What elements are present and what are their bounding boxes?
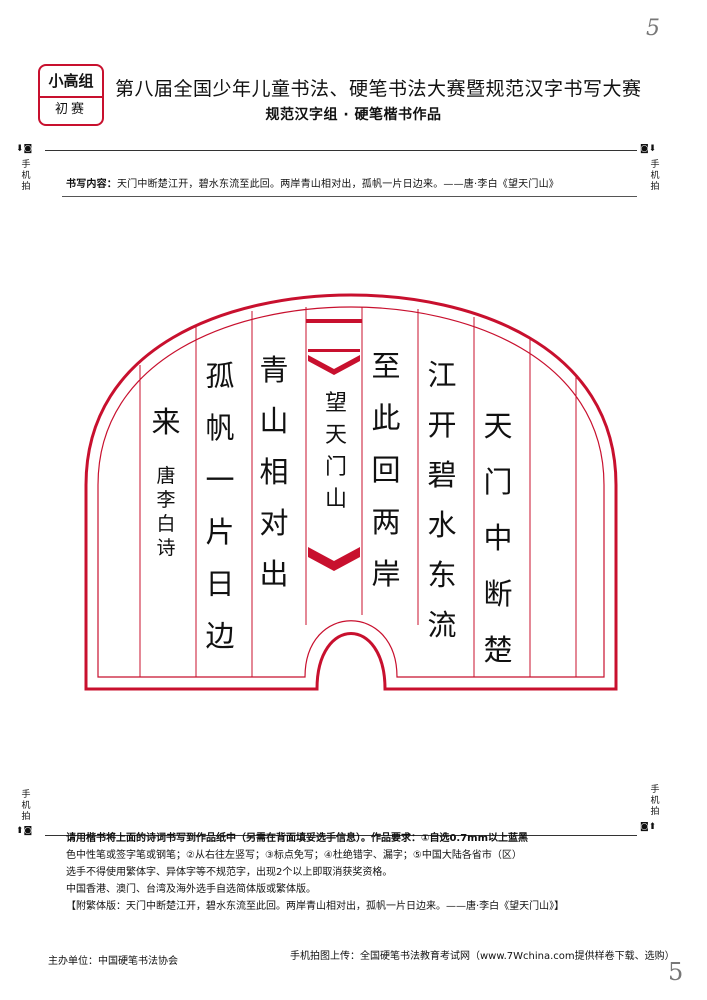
page-title: 第八届全国少年儿童书法、硬笔书法大赛暨规范汉字书写大赛 [115,78,642,100]
group-label: 小高组 [40,66,102,98]
artwork-column-4: 青山相对出 [256,345,292,600]
camera-icon-bottom-left: ⬆◙ [16,826,33,836]
poem-line-1: 天门中断楚 [483,409,513,667]
round-label: 初赛 [54,102,87,117]
artwork-frame [84,293,618,691]
phone-shoot-mark-bottom-left: 手机拍 [21,790,31,822]
signature: 唐李白诗 [156,465,176,559]
camera-icon-bottom-right: ◙⬆ [640,822,657,832]
poem-line-6: 来 [151,405,181,439]
page-number-bottom: 5 [668,958,684,986]
poem-line-4: 青山相对出 [259,353,289,591]
instruction-line-2: 色中性笔或签字笔或钢笔；②从右往左竖写；③标点免写；④杜绝错字、漏字；⑤中国大陆… [66,850,522,861]
artwork-column-title: 望天门山 [320,388,352,516]
phone-shoot-mark-bottom-right: 手机拍 [650,785,660,817]
upload-info: 手机拍图上传：全国硬笔书法教育考试网（www.7Wchina.com提供样卷下载… [290,951,675,962]
instruction-line-3: 选手不得使用繁体字、异体字等不规范字，出现2个以上即取消获奖资格。 [66,867,393,878]
bottom-divider [45,835,637,836]
page-number-top: 5 [646,16,660,41]
instructions: 请用楷书将上面的诗词书写到作品纸中（另需在背面填妥选手信息）。作品要求：①自选0… [66,830,646,915]
instruction-line-4: 中国香港、澳门、台湾及海外选手自选简体版或繁体版。 [66,884,316,895]
artwork-column-5: 孤帆一片日边 [202,350,238,662]
poem-line-2: 江开碧水东流 [427,358,457,642]
poem-title: 望天门山 [324,391,347,512]
content-underline [62,196,637,197]
phone-shoot-mark-top-right: 手机拍 [650,160,660,192]
camera-icon-top-right: ◙⬇ [640,144,657,154]
poem-line-3: 至此回两岸 [371,349,401,591]
instruction-line-1: 请用楷书将上面的诗词书写到作品纸中（另需在背面填妥选手信息）。作品要求：①自选0… [66,833,529,844]
camera-icon-top-left: ⬇◙ [16,144,33,154]
content-line: 书写内容：天门中断楚江开，碧水东流至此回。两岸青山相对出，孤帆一片日边来。——唐… [66,175,559,190]
organizer: 主办单位：中国硬笔书法协会 [48,956,178,967]
artwork-column-2: 江开碧水东流 [424,350,460,650]
content-text: 天门中断楚江开，碧水东流至此回。两岸青山相对出，孤帆一片日边来。——唐·李白《望… [117,179,559,190]
artwork-column-3: 至此回两岸 [368,340,404,600]
top-divider [45,150,637,151]
poem-line-5: 孤帆一片日边 [205,359,235,653]
artwork-column-6: 来 唐李白诗 [148,402,184,560]
phone-shoot-mark-top-left: 手机拍 [21,160,31,192]
group-badge: 小高组 初赛 [38,64,104,126]
page-subtitle: 规范汉字组 · 硬笔楷书作品 [265,107,442,123]
instruction-line-5: 【附繁体版：天门中断楚江开，碧水东流至此回。两岸青山相对出，孤帆一片日边来。——… [66,901,565,912]
artwork-column-1: 天门中断楚 [480,398,516,678]
content-label: 书写内容： [66,179,117,190]
